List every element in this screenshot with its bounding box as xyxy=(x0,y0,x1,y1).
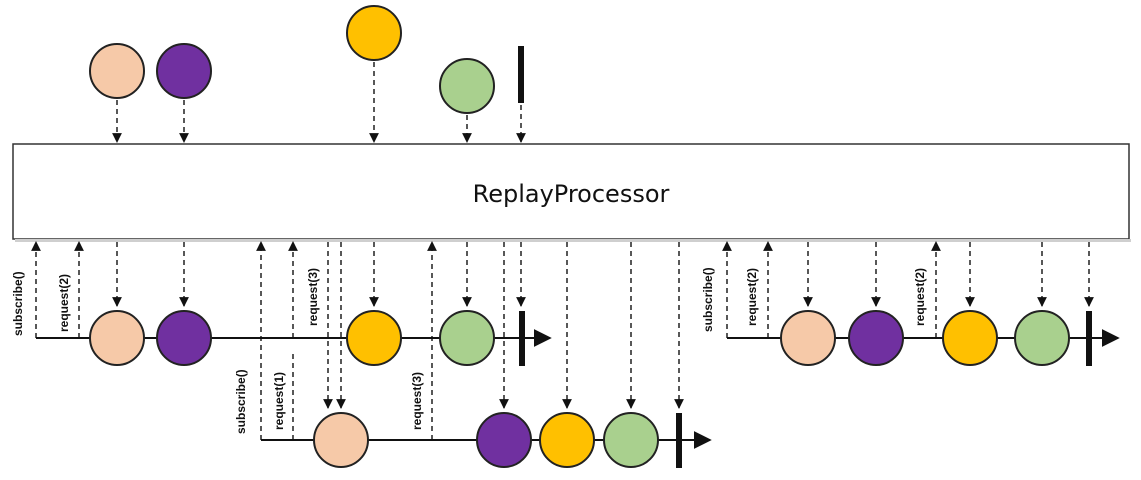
subscriber-1: subscribe() request(2) request(3) xyxy=(11,241,552,366)
subscriber-3-peach-item xyxy=(780,310,836,366)
subscriber-1-purple-item xyxy=(156,310,212,366)
subscriber-3-orange-item xyxy=(942,310,998,366)
subscriber-2-purple-item xyxy=(476,412,532,468)
subscriber-1-orange-item xyxy=(346,310,402,366)
subscriber-2-complete-marker xyxy=(676,413,682,468)
subscriber-1-peach-item xyxy=(89,310,145,366)
subscriber-2: subscribe() request(1) request(3) xyxy=(234,241,712,468)
subscriber-1-request-label: request(2) xyxy=(57,274,71,332)
upstream-green-item xyxy=(439,58,495,114)
upstream-purple-item xyxy=(156,43,212,99)
subscriber-3-green-item xyxy=(1014,310,1070,366)
upstream-signals xyxy=(89,5,526,143)
subscriber-1-complete-marker xyxy=(519,311,525,366)
processor-box: ReplayProcessor xyxy=(12,143,1131,242)
subscriber-2-request3-label: request(3) xyxy=(410,372,424,430)
upstream-orange-item xyxy=(346,5,402,61)
subscriber-2-subscribe-label: subscribe() xyxy=(234,369,248,434)
subscriber-3-request2b-label: request(2) xyxy=(913,268,927,326)
subscriber-1-request3-label: request(3) xyxy=(306,268,320,326)
upstream-complete-marker xyxy=(518,46,524,103)
upstream-peach-item xyxy=(89,43,145,99)
subscriber-3: subscribe() request(2) request(2) xyxy=(701,241,1120,366)
subscriber-3-subscribe-label: subscribe() xyxy=(701,267,715,332)
subscriber-2-request1-label: request(1) xyxy=(272,372,286,430)
subscriber-3-request-label: request(2) xyxy=(745,268,759,326)
subscriber-3-purple-item xyxy=(848,310,904,366)
subscriber-3-complete-marker xyxy=(1086,311,1092,366)
subscriber-2-green-item xyxy=(603,412,659,468)
subscriber-2-peach-item xyxy=(313,412,369,468)
subscriber-1-subscribe-label: subscribe() xyxy=(11,271,25,336)
processor-label: ReplayProcessor xyxy=(473,180,670,208)
subscriber-1-green-item xyxy=(439,310,495,366)
subscriber-2-orange-item xyxy=(539,412,595,468)
